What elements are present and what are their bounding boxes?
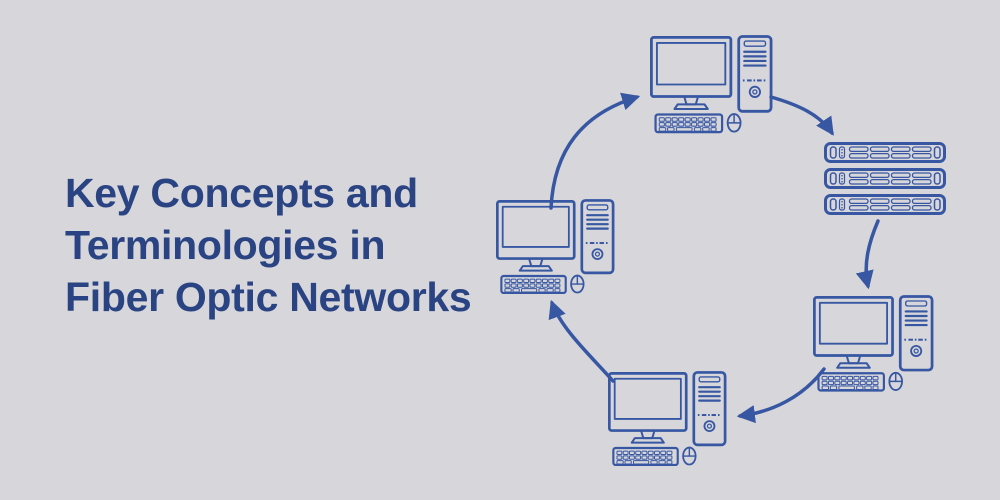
arrow-left-to-top <box>549 92 641 210</box>
title-line-3: Fiber Optic Networks <box>65 274 472 320</box>
title-line-2: Terminologies in <box>65 222 386 268</box>
desktop-computer-icon <box>813 295 934 392</box>
arrow-top-to-server <box>769 95 834 136</box>
server-rack-node <box>826 144 945 214</box>
arrow-right-to-bottom <box>736 367 826 424</box>
arrow-bottom-to-left <box>548 299 615 383</box>
server-rack-icon <box>826 144 945 214</box>
workstation-top-node <box>650 35 773 134</box>
title-line-1: Key Concepts and <box>65 170 418 216</box>
workstation-left-node <box>495 199 615 295</box>
page-title: Key Concepts and Terminologies in Fiber … <box>65 167 472 323</box>
workstation-right-node <box>813 295 934 392</box>
desktop-computer-icon <box>607 371 727 467</box>
workstation-bottom-node <box>607 371 727 467</box>
desktop-computer-icon <box>495 199 615 295</box>
desktop-computer-icon <box>650 35 773 134</box>
arrow-server-to-right <box>855 219 880 290</box>
